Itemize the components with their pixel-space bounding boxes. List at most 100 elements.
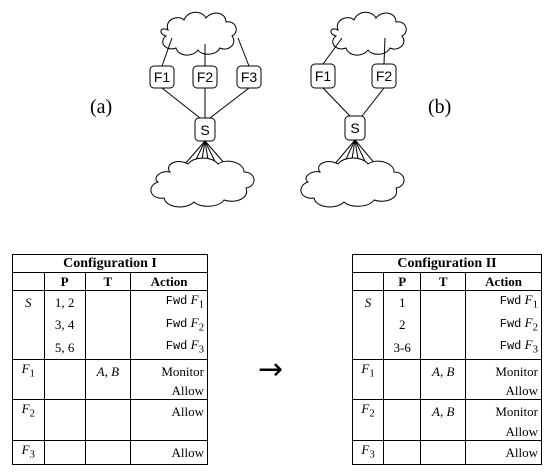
tag-cell: A, B <box>420 358 467 383</box>
port-cell: 2 <box>383 313 422 337</box>
entity-cell: F3 <box>12 439 45 465</box>
bottom-cloud-a <box>150 157 255 208</box>
port-cell <box>383 399 422 423</box>
action-cell: Allow <box>130 399 208 423</box>
action-cell: Fwd F2 <box>465 313 542 337</box>
transition-arrow: → <box>258 352 284 387</box>
entity-cell: F3 <box>351 439 385 465</box>
caption-a: (a) <box>90 96 112 118</box>
column-header: T <box>84 272 132 291</box>
column-header: Action <box>130 272 208 291</box>
action-cell: Allow <box>465 382 542 400</box>
port-cell: 1 <box>383 289 422 314</box>
svg-text:F2: F2 <box>197 69 214 85</box>
entity-cell: F1 <box>351 358 385 383</box>
action-cell: Fwd F2 <box>130 313 208 337</box>
node-s-b: S <box>344 115 366 141</box>
port-cell: 3, 4 <box>43 313 86 337</box>
action-cell: Fwd F1 <box>130 289 208 314</box>
svg-text:S: S <box>200 122 209 138</box>
tag-cell <box>84 422 132 441</box>
entity-cell <box>12 336 45 360</box>
tag-cell: A, B <box>420 399 467 423</box>
diagram-a: F1 F2 F3 S (a) <box>90 11 262 208</box>
node-f1-a: F1 <box>149 65 175 89</box>
entity-cell: F2 <box>12 399 45 423</box>
entity-cell: S <box>12 289 45 314</box>
port-cell: 1, 2 <box>43 289 86 314</box>
tag-cell <box>84 289 132 314</box>
node-f2-a: F2 <box>192 65 218 89</box>
action-cell <box>130 422 208 441</box>
svg-text:F2: F2 <box>376 68 393 84</box>
action-cell: Monitor <box>130 358 208 383</box>
port-cell <box>43 399 86 423</box>
tag-cell <box>84 313 132 337</box>
top-cloud-a <box>160 11 237 56</box>
port-cell <box>43 422 86 441</box>
entity-cell <box>351 422 385 441</box>
svg-text:S: S <box>350 120 359 136</box>
entity-cell: S <box>351 289 385 314</box>
tag-cell <box>420 382 467 400</box>
action-cell: Allow <box>130 439 208 465</box>
column-header <box>12 272 45 291</box>
top-cloud-b <box>330 11 407 56</box>
action-cell: Fwd F3 <box>130 336 208 360</box>
port-cell <box>43 358 86 383</box>
action-cell: Allow <box>130 382 208 400</box>
table-row: F3 Allow <box>12 439 208 465</box>
action-cell: Allow <box>465 439 542 465</box>
bottom-cloud-b <box>300 157 405 208</box>
network-diagrams: F1 F2 F3 S (a) <box>90 11 451 208</box>
node-f1-b: F1 <box>310 63 336 89</box>
entity-cell <box>12 422 45 441</box>
diagram-b: F1 F2 S (b) <box>300 11 451 208</box>
table-row <box>12 422 208 441</box>
entity-cell <box>12 382 45 400</box>
table-title: Configuration I <box>12 254 208 273</box>
action-cell: Monitor <box>465 358 542 383</box>
column-header: Action <box>465 272 542 291</box>
tag-cell <box>420 422 467 441</box>
tag-cell <box>84 399 132 423</box>
column-header <box>351 272 385 291</box>
table-row: Allow <box>351 422 542 441</box>
action-cell: Fwd F3 <box>465 336 542 360</box>
svg-text:F1: F1 <box>315 68 332 84</box>
table-row: 5, 6 Fwd F3 <box>12 336 208 360</box>
tag-cell: A, B <box>84 358 132 383</box>
node-f3-a: F3 <box>236 65 262 89</box>
port-cell <box>383 439 422 465</box>
table-title: Configuration II <box>352 254 542 273</box>
port-cell: 5, 6 <box>43 336 86 360</box>
tag-cell <box>84 382 132 400</box>
tag-cell <box>420 439 467 465</box>
tag-cell <box>84 336 132 360</box>
entity-cell: F2 <box>351 399 385 423</box>
port-cell <box>383 422 422 441</box>
entity-cell <box>351 336 385 360</box>
table-row: Allow <box>351 382 542 400</box>
column-header: P <box>383 272 422 291</box>
entity-cell <box>12 313 45 337</box>
node-f2-b: F2 <box>371 63 397 89</box>
entity-cell: F1 <box>12 358 45 383</box>
table-row: 3, 4 Fwd F2 <box>12 313 208 337</box>
table-row: 2 Fwd F2 <box>351 313 542 337</box>
tag-cell <box>84 439 132 465</box>
tag-cell <box>420 313 467 337</box>
column-header: P <box>43 272 86 291</box>
tag-cell <box>420 336 467 360</box>
entity-cell <box>351 382 385 400</box>
column-header: T <box>420 272 467 291</box>
svg-text:F1: F1 <box>154 69 171 85</box>
